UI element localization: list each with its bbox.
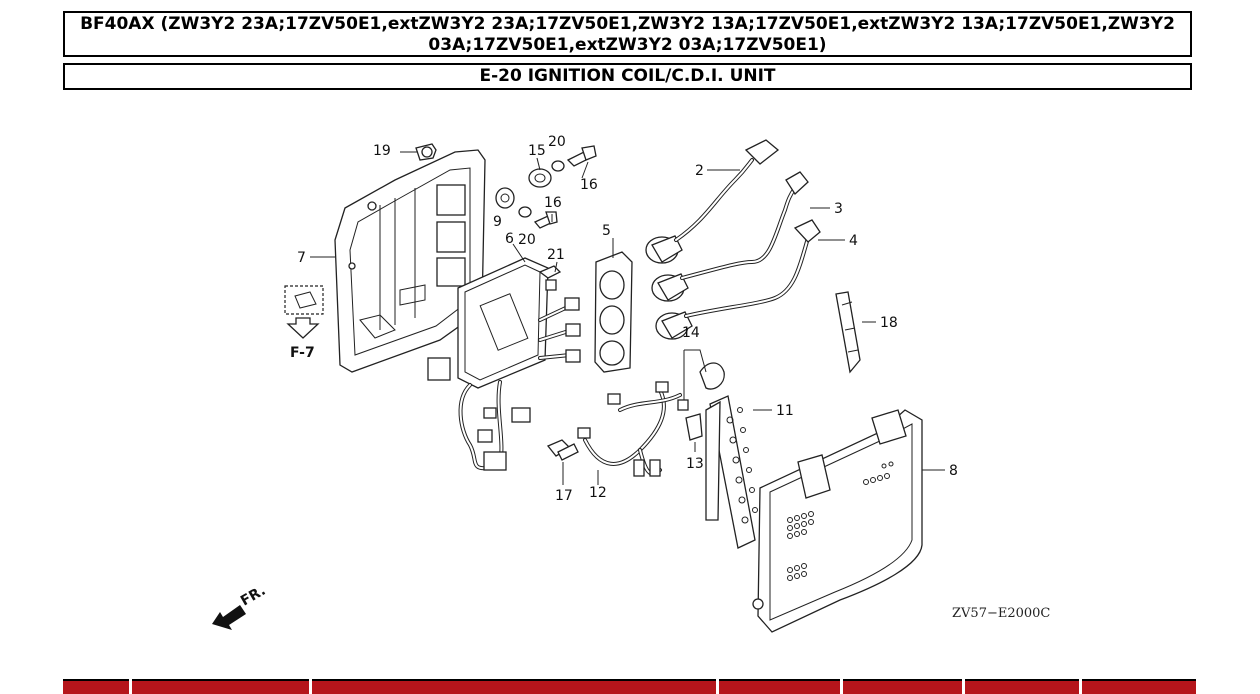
front-label: FR. bbox=[238, 583, 268, 610]
grommet-part-9 bbox=[495, 187, 515, 209]
callout-15: 15 bbox=[528, 143, 546, 159]
bolt-part-21 bbox=[538, 265, 562, 291]
table-header-cell-7 bbox=[1082, 679, 1196, 694]
clamp-part-13 bbox=[685, 413, 703, 441]
callout-6: 6 bbox=[505, 231, 514, 247]
callout-3: 3 bbox=[834, 201, 843, 217]
callout-19: 19 bbox=[373, 143, 391, 159]
table-header-cell-4 bbox=[719, 679, 840, 694]
callout-2: 2 bbox=[695, 163, 704, 179]
callout-20-mid: 20 bbox=[518, 232, 536, 248]
grommet-part-15 bbox=[528, 168, 552, 188]
model-title: BF40AX (ZW3Y2 23A;17ZV50E1,extZW3Y2 23A;… bbox=[63, 11, 1192, 57]
callout-20-top: 20 bbox=[548, 134, 566, 150]
section-title: E-20 IGNITION COIL/C.D.I. UNIT bbox=[63, 63, 1192, 90]
table-header-cell-6 bbox=[965, 679, 1079, 694]
cover-part-8 bbox=[752, 409, 923, 633]
table-header-cell-1 bbox=[63, 679, 129, 694]
callout-16-top: 16 bbox=[580, 177, 598, 193]
table-header-cell-2 bbox=[132, 679, 309, 694]
table-header-cell-5 bbox=[843, 679, 962, 694]
callout-13: 13 bbox=[686, 456, 704, 472]
callout-9: 9 bbox=[493, 214, 502, 230]
ignition-coil-part-4 bbox=[655, 219, 821, 340]
model-title-text: BF40AX (ZW3Y2 23A;17ZV50E1,extZW3Y2 23A;… bbox=[80, 14, 1175, 55]
screw-part-16-top bbox=[566, 145, 597, 167]
callout-21: 21 bbox=[547, 247, 565, 263]
leader-lines bbox=[310, 157, 945, 485]
reference-f7-icon: F-7 bbox=[284, 285, 324, 361]
callout-12: 12 bbox=[589, 485, 607, 501]
ignition-coil-part-2 bbox=[645, 139, 780, 264]
callout-14: 14 bbox=[682, 325, 700, 341]
callout-16-mid: 16 bbox=[544, 195, 562, 211]
sub-harness-part-12 bbox=[577, 381, 689, 477]
drawing-code: ZV57−E2000C bbox=[952, 606, 1050, 621]
callout-4: 4 bbox=[849, 233, 858, 249]
callout-11: 11 bbox=[776, 403, 794, 419]
cdi-unit-part-6 bbox=[427, 257, 581, 471]
washer-part-20-top bbox=[551, 160, 565, 172]
reference-f7-label: F-7 bbox=[290, 345, 315, 361]
callout-5: 5 bbox=[602, 223, 611, 239]
terminal-strip-part-11 bbox=[705, 395, 758, 549]
callout-8: 8 bbox=[949, 463, 958, 479]
callout-17: 17 bbox=[555, 488, 573, 504]
bolt-part-19 bbox=[400, 143, 437, 161]
bolt-part-17 bbox=[546, 439, 579, 461]
table-header-cell-3 bbox=[312, 679, 716, 694]
bracket-part-7 bbox=[334, 149, 486, 373]
coil-block-part-5 bbox=[594, 251, 633, 373]
callout-7: 7 bbox=[297, 250, 306, 266]
washer-part-20-mid bbox=[518, 206, 532, 218]
front-arrow-icon: FR. bbox=[212, 583, 268, 630]
clip-part-18 bbox=[835, 291, 861, 374]
section-title-text: E-20 IGNITION COIL/C.D.I. UNIT bbox=[479, 66, 776, 86]
cap-part-14 bbox=[699, 362, 725, 390]
callout-18: 18 bbox=[880, 315, 898, 331]
ignition-coil-part-3 bbox=[651, 171, 809, 302]
screw-part-16-mid bbox=[533, 211, 558, 229]
